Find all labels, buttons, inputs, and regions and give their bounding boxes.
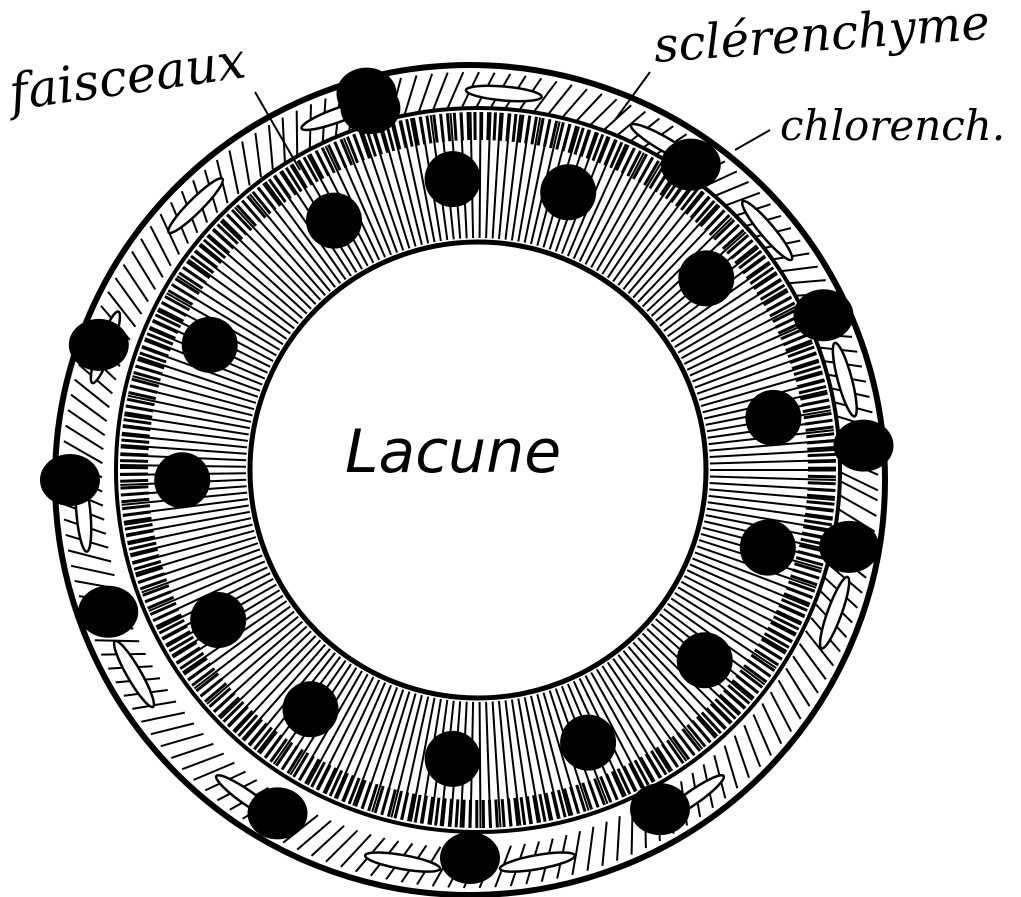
- vascular-bundle: [182, 317, 238, 373]
- fringe-stroke: [120, 454, 148, 455]
- fringe-stroke: [808, 483, 836, 484]
- fringe-stroke: [456, 799, 458, 827]
- vascular-bundle: [78, 586, 138, 638]
- fringe-stroke: [463, 800, 464, 828]
- fringe-stroke: [494, 112, 495, 140]
- vascular-bundle: [794, 289, 854, 341]
- vascular-bundle: [248, 787, 308, 839]
- fringe-stroke: [454, 113, 456, 141]
- fringe-stroke: [121, 493, 149, 495]
- vascular-bundle: [425, 151, 481, 207]
- label-chlorenchyme: chlorench.: [780, 101, 1005, 150]
- label-faisceaux: faisceaux: [2, 31, 250, 122]
- vascular-bundle: [190, 592, 246, 648]
- fringe-stroke: [496, 800, 498, 828]
- hatch-stroke: [297, 111, 298, 156]
- label-lacune: Lacune: [345, 417, 561, 487]
- vascular-bundle: [677, 632, 733, 688]
- fringe-stroke: [490, 800, 491, 828]
- chlorenchyme-leader: [735, 130, 770, 150]
- fringe-stroke: [808, 489, 836, 491]
- vascular-bundle: [69, 319, 129, 371]
- fringe-stroke: [808, 454, 836, 455]
- vascular-bundle: [834, 420, 894, 472]
- label-sclerenchyme: sclérenchyme: [652, 0, 991, 74]
- vascular-bundle: [630, 783, 690, 835]
- vascular-bundle: [40, 454, 100, 506]
- vascular-bundle: [661, 139, 721, 191]
- vascular-bundle: [337, 68, 397, 120]
- vascular-bundle: [306, 193, 362, 249]
- vascular-bundle: [740, 520, 796, 576]
- fringe-stroke: [488, 112, 489, 140]
- fringe-stroke: [808, 461, 836, 462]
- vascular-bundle: [819, 521, 879, 573]
- fringe-stroke: [807, 448, 835, 450]
- fringe-stroke: [502, 799, 504, 827]
- vascular-bundle: [154, 452, 210, 508]
- vascular-bundle: [283, 681, 339, 737]
- fringe-stroke: [470, 800, 471, 828]
- fringe-stroke: [461, 112, 462, 140]
- fringe-stroke: [121, 447, 149, 449]
- vascular-bundle: [678, 250, 734, 306]
- fringe-stroke: [500, 113, 502, 141]
- vascular-bundle: [745, 390, 801, 446]
- fringe-stroke: [121, 487, 149, 488]
- vascular-bundle: [560, 715, 616, 771]
- vascular-bundle: [440, 832, 500, 884]
- fringe-stroke: [120, 480, 148, 481]
- fringe-stroke: [120, 461, 148, 462]
- fringe-stroke: [468, 112, 469, 140]
- vascular-bundle: [425, 731, 481, 787]
- vascular-bundle: [540, 164, 596, 220]
- fringe-stroke: [808, 476, 836, 477]
